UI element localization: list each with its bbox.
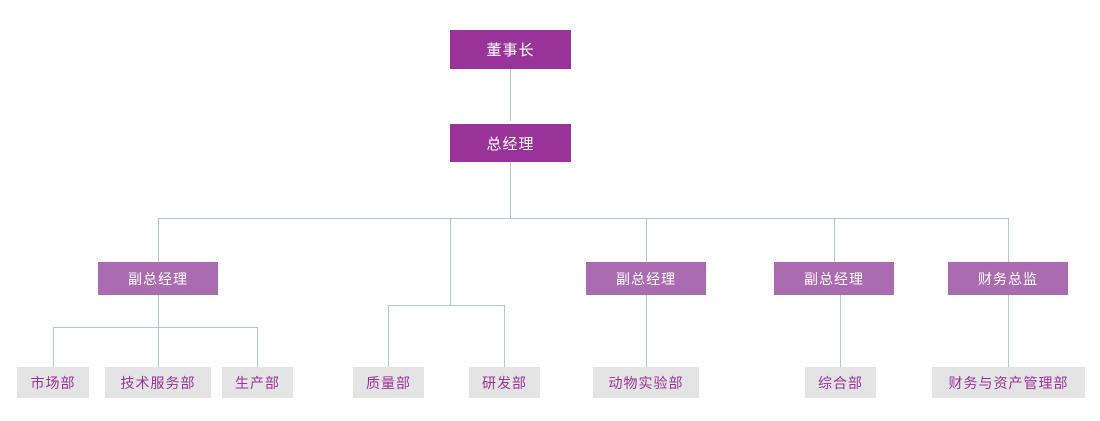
connector-bus-to-vp2 — [646, 218, 647, 262]
connector-gm-trunk — [510, 162, 511, 218]
node-vp-2[interactable]: 副总经理 — [586, 262, 706, 295]
node-dept-animal-lab[interactable]: 动物实验部 — [593, 367, 699, 398]
node-dept-general-affairs[interactable]: 综合部 — [805, 367, 876, 398]
connector-vp1-to-production — [257, 327, 258, 367]
connector-chairman-to-gm — [510, 69, 511, 121]
node-dept-production[interactable]: 生产部 — [222, 367, 293, 398]
connector-vp1-to-market — [53, 327, 54, 367]
connector-cfo-to-finance-asset — [1008, 295, 1009, 367]
connector-mid-to-rnd — [504, 305, 505, 367]
connector-vp1-trunk — [158, 295, 159, 327]
node-vp-1[interactable]: 副总经理 — [98, 262, 218, 295]
connector-vp1-to-tech-service — [158, 327, 159, 367]
node-cfo[interactable]: 财务总监 — [948, 262, 1068, 295]
connector-mid-to-quality — [388, 305, 389, 367]
node-dept-finance-asset[interactable]: 财务与资产管理部 — [932, 367, 1085, 398]
connector-bus-to-vp1 — [158, 218, 159, 262]
node-dept-rnd[interactable]: 研发部 — [469, 367, 540, 398]
connector-bus-to-vp3 — [834, 218, 835, 262]
node-dept-tech-service[interactable]: 技术服务部 — [105, 367, 211, 398]
node-dept-quality[interactable]: 质量部 — [353, 367, 424, 398]
node-dept-market[interactable]: 市场部 — [17, 367, 89, 398]
node-vp-3[interactable]: 副总经理 — [774, 262, 894, 295]
connector-bus-to-cfo — [1008, 218, 1009, 262]
connector-mid-subbus — [388, 305, 504, 306]
connector-vp2-to-animal-lab — [646, 295, 647, 367]
node-general-manager[interactable]: 总经理 — [450, 124, 571, 162]
node-chairman[interactable]: 董事长 — [450, 30, 571, 69]
connector-bus-to-mid-subbus — [450, 218, 451, 305]
connector-vp1-subbus — [53, 327, 258, 328]
connector-vp3-to-general-affairs — [840, 295, 841, 367]
connector-main-bus — [158, 218, 1009, 219]
